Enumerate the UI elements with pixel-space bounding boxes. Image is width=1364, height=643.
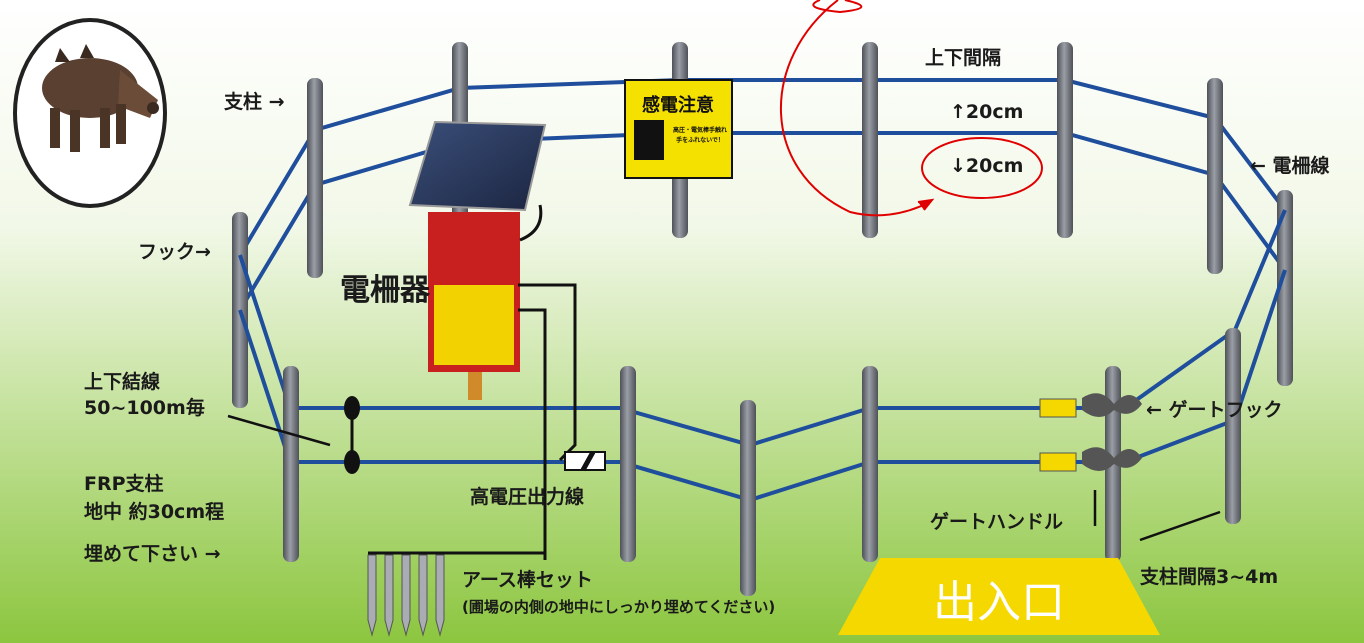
gate-hook-upper-icon <box>1082 393 1142 417</box>
tie-line-connector <box>344 396 360 474</box>
boar-medallion <box>13 18 167 208</box>
label-tie-line-2: 50~100m毎 <box>84 396 205 419</box>
sign-line-2: 手をふれないで！ <box>676 136 724 144</box>
label-frp-1: FRP支柱 <box>84 472 164 495</box>
label-frp-3: 埋めて下さい → <box>84 543 221 565</box>
entrance-label: 出入口 <box>933 577 1065 628</box>
warning-sign: 感電注意 高圧・電気棒手触れ 手をふれないで！ <box>624 79 733 179</box>
energizer-unit <box>408 120 606 560</box>
boar-icon <box>42 44 159 152</box>
label-frp-2: 地中 約30cm程 <box>84 500 224 523</box>
gate-handle-upper <box>1039 398 1077 418</box>
label-earth-rod-2: (圃場の内側の地中にしっかり埋めてください) <box>462 598 775 616</box>
label-up-20: ↑20cm <box>950 101 1023 123</box>
gate-handle-lower <box>1039 452 1077 472</box>
fence-wires-back <box>238 78 1287 312</box>
label-hv-output: 高電圧出力線 <box>470 485 584 508</box>
label-down-20: ↓20cm <box>950 155 1023 177</box>
label-fence-wire: ← 電柵線 <box>1250 154 1330 177</box>
label-hook: フック→ <box>138 241 211 263</box>
red-annotation <box>780 0 1043 217</box>
solar-panel-icon <box>408 120 547 212</box>
entrance-marker: 出入口 <box>838 558 1160 635</box>
sign-line-1: 高圧・電気棒手触れ <box>673 126 727 134</box>
label-gate-hook: ← ゲートフック <box>1146 399 1283 421</box>
earth-rods <box>367 551 545 637</box>
post-spacing-arrow <box>1139 510 1221 542</box>
label-gate-handle: ゲートハンドル <box>930 511 1063 533</box>
sign-title: 感電注意 <box>642 94 714 116</box>
label-vertical-spacing: 上下間隔 <box>925 47 1001 69</box>
label-earth-rod-1: アース棒セット <box>462 568 593 591</box>
label-post: 支柱 → <box>223 90 285 113</box>
gate-hook-lower-icon <box>1082 447 1142 471</box>
label-post-spacing: 支柱間隔3~4m <box>1139 565 1278 588</box>
label-tie-line-1: 上下結線 <box>84 370 160 393</box>
annotation-arrows <box>227 414 1221 542</box>
label-energizer: 電柵器 <box>340 273 431 308</box>
gate-assembly <box>1039 393 1142 472</box>
ground-wire <box>518 308 547 560</box>
tie-line-arrow <box>227 414 331 447</box>
